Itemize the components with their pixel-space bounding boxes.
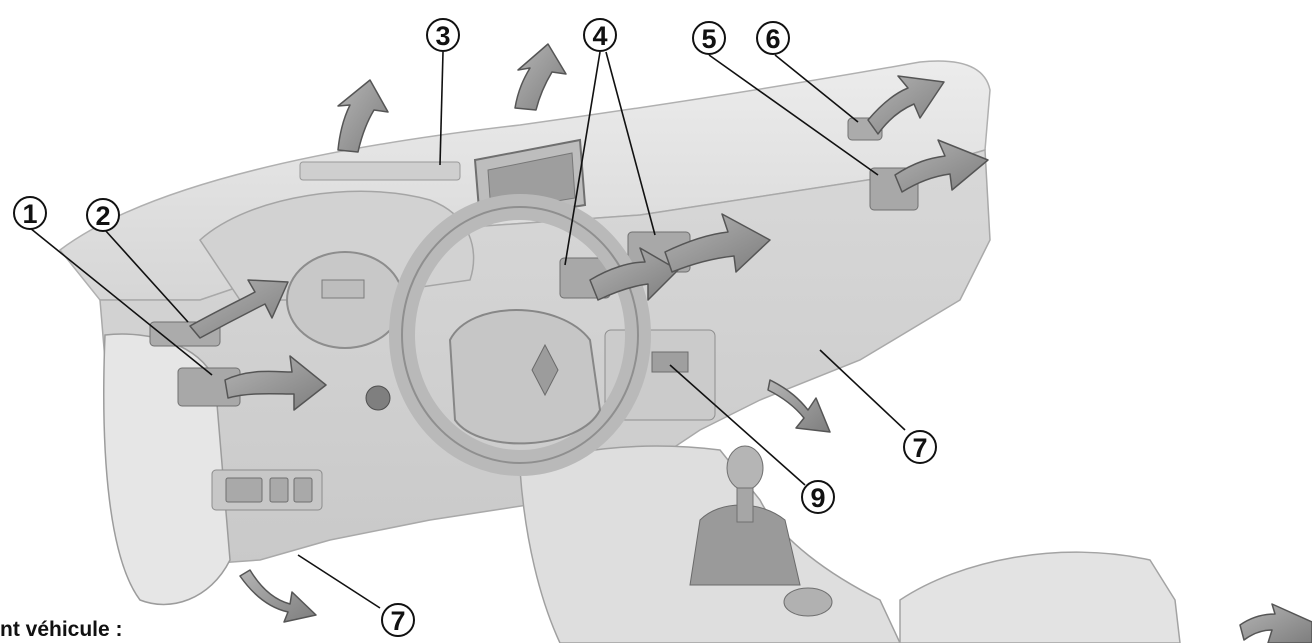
cluster-display (321, 279, 365, 299)
leader-line-7-left (297, 554, 381, 609)
callout-4: 4 (583, 18, 617, 52)
airflow-arrow-vent-2 (189, 279, 289, 339)
airflow-arrow-defrost-left (337, 79, 389, 153)
airflow-arrow-rear (1239, 603, 1312, 643)
callout-circle (801, 480, 835, 514)
switch-3 (293, 477, 313, 503)
callout-number: 6 (765, 24, 780, 54)
callout-number: 4 (592, 21, 607, 51)
leader-line-3 (439, 51, 444, 166)
callout-5: 5 (692, 21, 726, 55)
callout-number: 7 (912, 433, 927, 463)
instrument-cluster (286, 251, 404, 349)
callout-circle (13, 196, 47, 230)
leader-line-2 (104, 229, 189, 323)
light-switch-knob (365, 385, 391, 411)
airflow-arrows (189, 43, 1312, 643)
callout-circle (903, 430, 937, 464)
gear-knob (726, 445, 764, 491)
callout-circle (381, 603, 415, 637)
gear-stick (736, 487, 754, 523)
switch-2 (269, 477, 289, 503)
section-caption: nt véhicule : (0, 618, 123, 641)
callout-number: 5 (701, 24, 716, 54)
airflow-arrow-footwell-right (767, 379, 831, 433)
callout-circle (692, 21, 726, 55)
leader-line-1 (29, 227, 213, 376)
callout-number: 1 (22, 199, 37, 229)
armrest (899, 551, 1181, 643)
airflow-arrow-vent-6 (867, 75, 945, 135)
callout-number: 7 (390, 606, 405, 636)
callout-circle (86, 198, 120, 232)
airflow-arrow-vent-1 (224, 355, 327, 411)
callout-6: 6 (756, 21, 790, 55)
airflow-arrow-vent-4-left (589, 247, 679, 301)
renault-logo (531, 343, 559, 397)
callout-1: 1 (13, 196, 47, 230)
airflow-arrow-vent-5 (894, 139, 989, 193)
callout-number: 9 (810, 483, 825, 513)
callout-9: 9 (801, 480, 835, 514)
callout-number: 2 (95, 201, 110, 231)
leader-line-7-right (819, 349, 906, 431)
airflow-arrow-footwell-left (239, 569, 317, 623)
callout-3: 3 (426, 18, 460, 52)
leader-line-9 (669, 364, 806, 486)
defrost-grille (299, 161, 461, 181)
leader-line-5 (708, 54, 879, 176)
steering-wheel-rim-edge (401, 206, 639, 464)
airflow-arrow-vent-4-right (664, 213, 771, 273)
callout-circle (583, 18, 617, 52)
multimedia-controller (783, 587, 833, 617)
callout-2: 2 (86, 198, 120, 232)
callout-number: 3 (435, 21, 450, 51)
leader-line-4-left (564, 51, 601, 266)
airflow-arrow-defrost-right (514, 43, 567, 111)
callout-7-right: 7 (903, 430, 937, 464)
callout-7-left: 7 (381, 603, 415, 637)
leader-lines (29, 51, 906, 609)
leader-line-6 (774, 54, 859, 123)
climate-display (651, 351, 689, 373)
steering-wheel-hub (448, 309, 602, 445)
switch-1 (225, 477, 263, 503)
leader-line-4-right (605, 51, 656, 236)
callout-circle (426, 18, 460, 52)
callout-circle (756, 21, 790, 55)
